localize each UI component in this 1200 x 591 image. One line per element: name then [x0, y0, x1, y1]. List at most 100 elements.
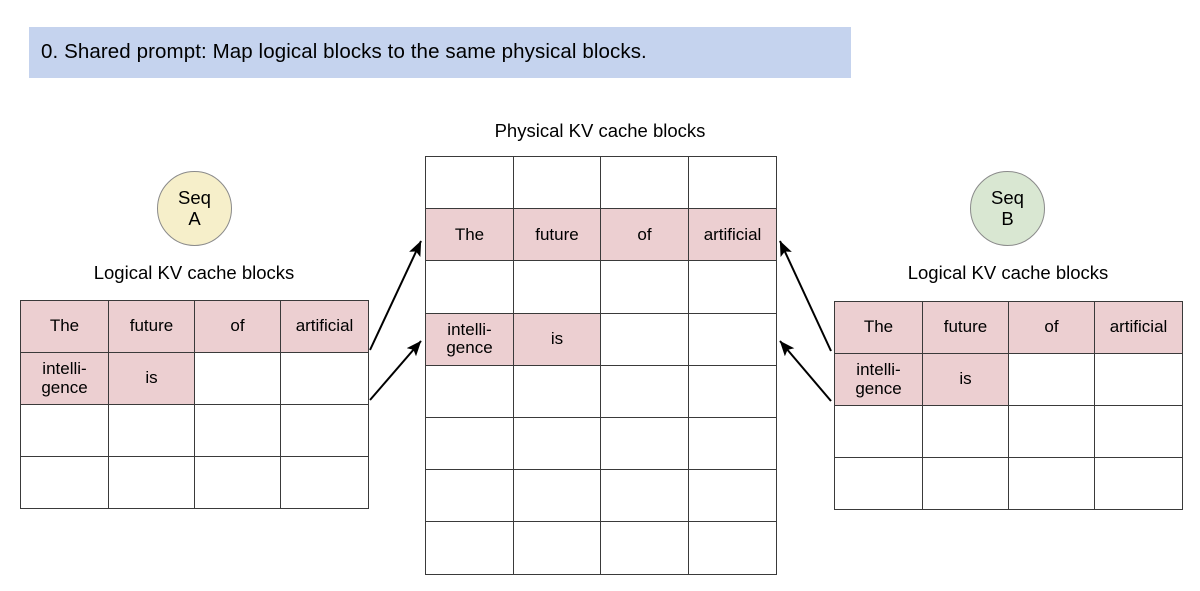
kv-block-cell: future — [108, 300, 195, 353]
kv-block-token: artificial — [295, 316, 354, 336]
logical-kv-table-left: The future of artificial intelli-gence is — [20, 300, 369, 509]
kv-block-token: of — [637, 224, 652, 244]
kv-block-cell — [280, 456, 369, 509]
kv-block-token: The — [863, 317, 894, 337]
seq-b-label-line1: Seq — [991, 186, 1024, 208]
kv-block-cell — [688, 364, 777, 418]
kv-block-cell: of — [600, 208, 689, 262]
kv-block-cell — [688, 260, 777, 314]
kv-block-cell — [425, 155, 514, 210]
kv-block-cell — [688, 312, 777, 366]
kv-block-cell — [600, 416, 689, 471]
kv-block-token: intelli-gence — [855, 360, 902, 398]
kv-block-cell: future — [513, 208, 601, 262]
kv-block-row — [425, 364, 777, 418]
seq-b-badge: Seq B — [970, 171, 1045, 246]
kv-block-cell — [513, 469, 601, 523]
kv-block-token: is — [145, 368, 158, 388]
kv-block-cell: intelli-gence — [425, 312, 514, 366]
kv-block-cell — [688, 469, 777, 523]
kv-block-cell — [834, 457, 923, 510]
logical-kv-table-right: The future of artificial intelli-gence is — [834, 301, 1183, 510]
kv-block-cell — [425, 260, 514, 314]
kv-block-token: artificial — [1109, 317, 1168, 337]
kv-block-row — [425, 416, 777, 471]
arrow-right-block0-to-physical-block1 — [779, 240, 832, 352]
arrow-left-block0-to-physical-block1 — [369, 240, 422, 351]
kv-block-token: of — [1044, 317, 1059, 337]
kv-block-row: The future of artificial — [20, 300, 369, 353]
kv-block-cell — [513, 364, 601, 418]
kv-block-cell — [425, 469, 514, 523]
kv-block-row — [834, 405, 1183, 458]
kv-block-cell — [688, 416, 777, 471]
kv-block-cell: future — [922, 301, 1009, 354]
kv-block-cell: artificial — [1094, 301, 1183, 354]
kv-block-cell — [600, 364, 689, 418]
kv-block-cell — [922, 405, 1009, 458]
kv-block-cell — [194, 404, 281, 457]
logical-blocks-title-left: Logical KV cache blocks — [93, 262, 295, 283]
kv-block-token: is — [550, 328, 564, 348]
seq-a-label-line2: A — [188, 207, 201, 229]
kv-block-cell — [194, 456, 281, 509]
kv-block-row: intelli-gence is — [425, 312, 777, 366]
kv-block-token: intelli-gence — [446, 319, 493, 358]
kv-block-cell — [108, 404, 195, 457]
kv-block-cell — [1094, 457, 1183, 510]
kv-block-cell — [425, 364, 514, 418]
kv-block-row — [425, 260, 777, 314]
kv-block-row: intelli-gence is — [20, 352, 369, 405]
kv-block-cell — [20, 456, 109, 509]
kv-block-cell — [513, 521, 601, 575]
seq-a-badge: Seq A — [157, 171, 232, 246]
kv-block-cell — [600, 312, 689, 366]
kv-block-token: of — [230, 316, 245, 336]
physical-blocks-title: Physical KV cache blocks — [494, 120, 706, 141]
kv-block-row: intelli-gence is — [834, 353, 1183, 406]
kv-block-token: The — [49, 316, 80, 336]
kv-block-cell — [922, 457, 1009, 510]
kv-block-token: is — [959, 369, 972, 389]
kv-block-row — [425, 155, 777, 210]
kv-block-token: future — [535, 224, 579, 244]
kv-block-cell — [513, 416, 601, 471]
kv-block-row — [20, 456, 369, 509]
kv-block-cell — [280, 404, 369, 457]
kv-block-cell — [1008, 353, 1095, 406]
kv-block-cell: is — [108, 352, 195, 405]
kv-block-cell: artificial — [280, 300, 369, 353]
kv-block-cell — [600, 260, 689, 314]
kv-block-cell — [20, 404, 109, 457]
kv-block-cell — [688, 521, 777, 575]
kv-block-cell — [280, 352, 369, 405]
seq-b-label-line2: B — [1001, 207, 1014, 229]
shared-prompt-text: 0. Shared prompt: Map logical blocks to … — [41, 40, 647, 64]
kv-block-cell — [600, 155, 689, 210]
kv-block-cell — [425, 416, 514, 471]
kv-block-row — [425, 469, 777, 523]
kv-block-cell: intelli-gence — [20, 352, 109, 405]
kv-block-cell: intelli-gence — [834, 353, 923, 406]
kv-block-cell: The — [834, 301, 923, 354]
kv-block-cell — [513, 260, 601, 314]
kv-block-token: intelli-gence — [41, 359, 88, 397]
kv-block-cell: is — [922, 353, 1009, 406]
kv-block-cell — [600, 521, 689, 575]
kv-block-cell — [834, 405, 923, 458]
arrow-right-block1-to-physical-block3 — [779, 340, 832, 402]
kv-block-cell — [1008, 405, 1095, 458]
kv-block-cell: is — [513, 312, 601, 366]
kv-block-cell — [600, 469, 689, 523]
kv-block-cell — [1094, 405, 1183, 458]
kv-block-cell: The — [425, 208, 514, 262]
kv-block-token: future — [129, 316, 174, 336]
kv-block-cell: The — [20, 300, 109, 353]
kv-block-cell — [1008, 457, 1095, 510]
kv-block-cell: of — [194, 300, 281, 353]
kv-block-cell — [425, 521, 514, 575]
shared-prompt-banner: 0. Shared prompt: Map logical blocks to … — [29, 27, 851, 78]
kv-block-row — [20, 404, 369, 457]
